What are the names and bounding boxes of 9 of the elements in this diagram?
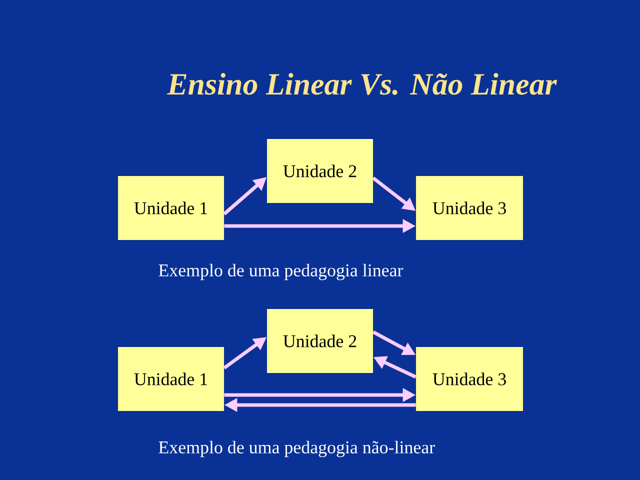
unit-box: Unidade 3 xyxy=(416,347,523,411)
caption: Exemplo de uma pedagogia linear xyxy=(158,264,404,280)
unit-box: Unidade 2 xyxy=(267,139,373,203)
unit-box: Unidade 1 xyxy=(118,347,224,411)
unit-box: Unidade 2 xyxy=(267,309,373,373)
title: Ensino Linear Vs. Não Linear xyxy=(167,73,557,95)
caption: Exemplo de uma pedagogia não-linear xyxy=(158,440,435,458)
unit-box: Unidade 1 xyxy=(118,176,224,240)
unit-box: Unidade 3 xyxy=(416,176,523,240)
